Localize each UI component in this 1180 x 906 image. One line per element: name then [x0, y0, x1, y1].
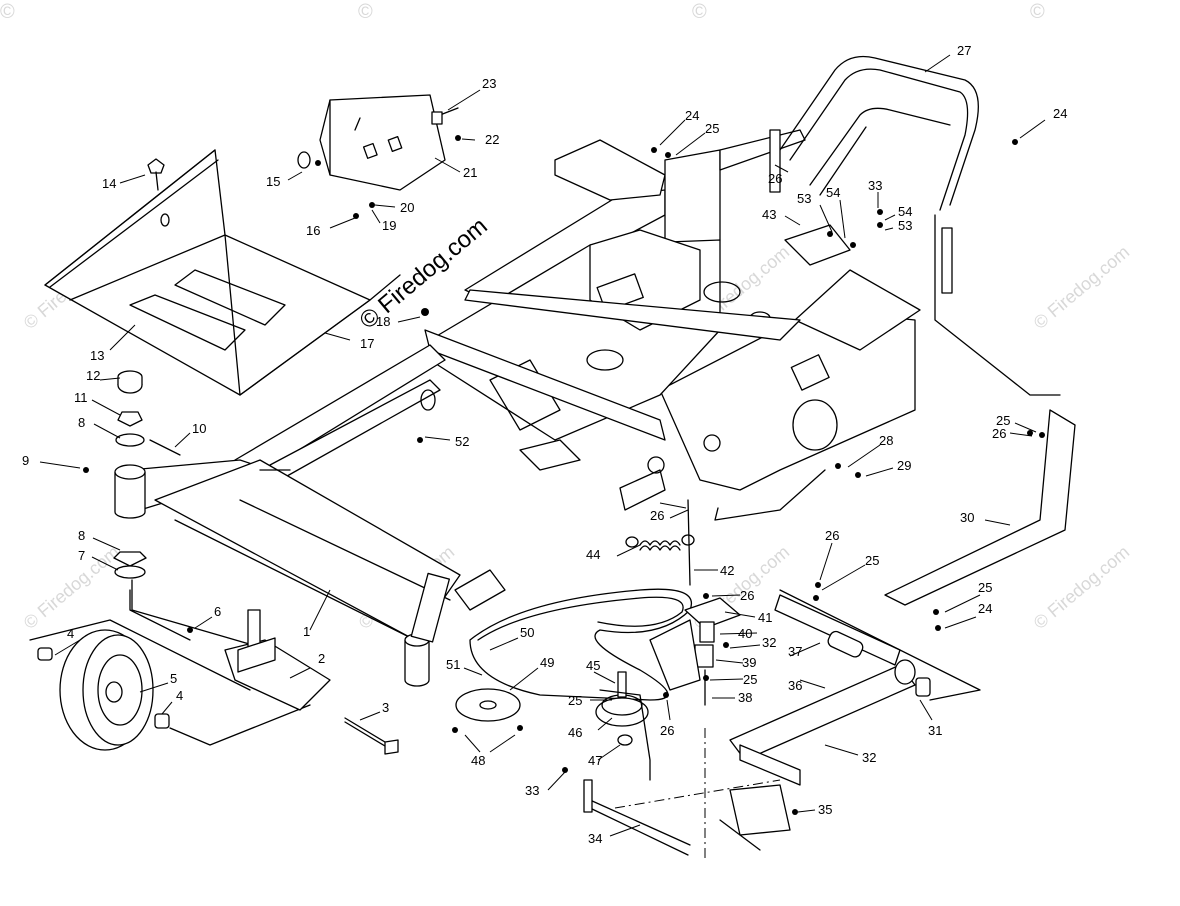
callout-label: 15 [266, 174, 280, 189]
callout-label: 24 [1053, 106, 1067, 121]
watermark-text: © Firedog.com [20, 542, 123, 633]
callout-label: 40 [738, 626, 752, 641]
cover-plate [297, 94, 459, 191]
watermark-text: © Firedog.com [1030, 542, 1133, 633]
callout-label: 4 [67, 626, 74, 641]
belt-and-pulleys [455, 588, 693, 746]
callout-label: 23 [482, 76, 496, 91]
callout-label: 44 [586, 547, 600, 562]
pivot-shaft [729, 589, 981, 786]
callout-label: 26 [768, 171, 782, 186]
callout-label: 7 [78, 548, 85, 563]
callout-label: 21 [463, 165, 477, 180]
callout-label: 6 [214, 604, 221, 619]
callout-label: 38 [738, 690, 752, 705]
callout-label: 2 [318, 651, 325, 666]
callout-label: 19 [382, 218, 396, 233]
callout-label: 28 [879, 433, 893, 448]
callout-label: 36 [788, 678, 802, 693]
callout-label: 25 [743, 672, 757, 687]
callout-label: 3 [382, 700, 389, 715]
callout-label: 9 [22, 453, 29, 468]
callout-label: 26 [650, 508, 664, 523]
callout-label: 41 [758, 610, 772, 625]
callout-label: 54 [898, 204, 912, 219]
callout-label: 29 [897, 458, 911, 473]
callout-label: 33 [868, 178, 882, 193]
callout-label: 49 [540, 655, 554, 670]
callout-label: 43 [762, 207, 776, 222]
callout-label: 8 [78, 528, 85, 543]
callout-label: 54 [826, 185, 840, 200]
callout-label: 8 [78, 415, 85, 430]
caster-yoke [224, 609, 399, 755]
callout-label: 53 [797, 191, 811, 206]
callout-label: 51 [446, 657, 460, 672]
callout-label: 26 [825, 528, 839, 543]
callout-label: 18 [376, 314, 390, 329]
knob [147, 158, 165, 191]
callout-label: 5 [170, 671, 177, 686]
callout-label: 53 [898, 218, 912, 233]
callout-label: 14 [102, 176, 116, 191]
callout-label: 27 [957, 43, 971, 58]
watermark-edge: © [0, 1, 15, 23]
main-frame [129, 129, 921, 687]
callout-label: 13 [90, 348, 104, 363]
callout-label: 32 [762, 635, 776, 650]
callout-label: 25 [978, 580, 992, 595]
callout-label: 39 [742, 655, 756, 670]
callout-label: 24 [685, 108, 699, 123]
caster-assembly [113, 370, 271, 651]
callout-label: 11 [74, 390, 88, 405]
drawing [29, 54, 1076, 860]
callout-label: 20 [400, 200, 414, 215]
callout-label: 10 [192, 421, 206, 436]
callout-label: 42 [720, 563, 734, 578]
callout-label: 32 [862, 750, 876, 765]
rear-bracket [884, 409, 1076, 606]
watermark-edge: © [358, 1, 373, 23]
callout-label: 16 [306, 223, 320, 238]
rear-bumper [769, 55, 979, 294]
callout-label: 26 [740, 588, 754, 603]
callout-label: 50 [520, 625, 534, 640]
callout-labels: 1 2 3 4 4 5 6 7 8 8 9 10 11 12 13 14 15 … [22, 43, 1067, 846]
bracket [784, 224, 851, 266]
leader-lines [39, 54, 1046, 837]
watermark-edge: © [1030, 1, 1045, 23]
callout-label: 37 [788, 644, 802, 659]
watermark-text: © Firedog.com [1030, 242, 1133, 333]
callout-label: 25 [996, 413, 1010, 428]
callout-label: 25 [865, 553, 879, 568]
callout-label: 25 [705, 121, 719, 136]
callout-label: 1 [303, 624, 310, 639]
callout-label: 47 [588, 753, 602, 768]
reference-lines [129, 214, 1061, 781]
callout-label: 52 [455, 434, 469, 449]
callout-label: 45 [586, 658, 600, 673]
callout-label: 17 [360, 336, 374, 351]
callout-label: 46 [568, 725, 582, 740]
spring [625, 534, 695, 551]
foot-plate [44, 149, 401, 396]
watermark-edge: © [692, 1, 707, 23]
callout-label: 22 [485, 132, 499, 147]
callout-label: 35 [818, 802, 832, 817]
callout-label: 31 [928, 723, 942, 738]
lower-rod [583, 728, 791, 860]
callout-label: 30 [960, 510, 974, 525]
callout-label: 33 [525, 783, 539, 798]
hardware [83, 135, 1045, 815]
callout-label: 24 [978, 601, 992, 616]
callout-label: 48 [471, 753, 485, 768]
callout-label: 12 [86, 368, 100, 383]
callout-label: 34 [588, 831, 602, 846]
callout-label: 25 [568, 693, 582, 708]
callout-label: 26 [992, 426, 1006, 441]
callout-label: 26 [660, 723, 674, 738]
wheel [29, 619, 311, 751]
callout-label: 4 [176, 688, 183, 703]
